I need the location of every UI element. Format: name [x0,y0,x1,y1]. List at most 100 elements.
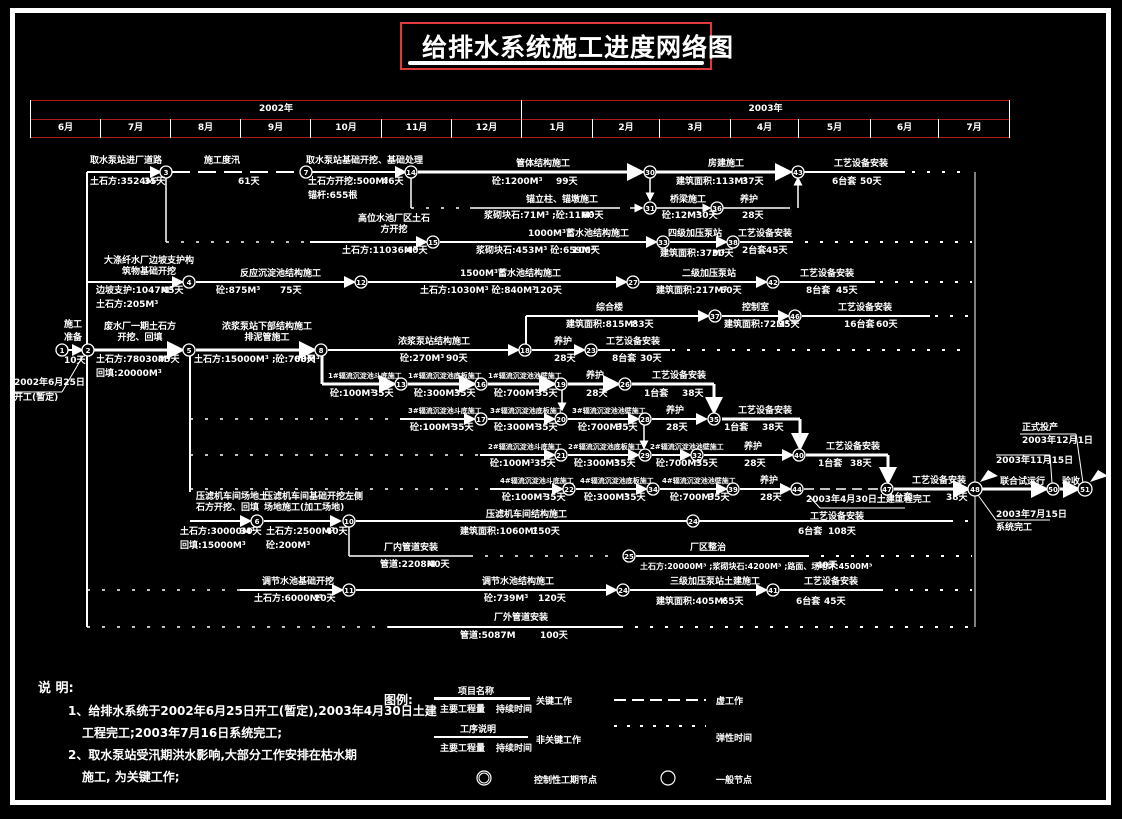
activity-qty: 1台套 [724,423,749,433]
activity-name: 工艺设备安装 [738,229,793,239]
activity-name: 管体结构施工 [516,159,571,169]
activity-name: 养护 [554,337,573,347]
svg-text:40: 40 [794,452,804,460]
svg-text:27: 27 [628,279,638,287]
activity-dur: 45天 [766,246,788,256]
svg-text:39: 39 [728,486,738,494]
activity-qty2: 土石方:205M³ [96,300,159,310]
activity-dur: 61天 [238,177,260,187]
activity-name: 综合楼 [596,303,624,313]
legend-noncritical-bl: 主要工程量 [440,744,486,754]
activity-qty: 砼:1200M³ [492,177,543,187]
activity-dur: 30天 [640,354,662,364]
activity-qty: 砼:100M³ [490,459,535,469]
svg-text:42: 42 [768,279,778,287]
activity-name: 1500M³蓄水池结构施工 [460,269,561,279]
activity-dur: 35天 [708,493,730,503]
svg-text:15: 15 [428,239,438,247]
svg-text:10: 10 [344,518,354,526]
prep-duration: 10天 [64,356,86,366]
activity-dur: 60天 [582,211,604,221]
activity-qty: 6台套 [832,177,857,187]
activity-dur: 100天 [572,246,600,256]
activity-dur: 30天 [712,249,734,259]
activity-qty: 土石方:78030M³ [96,355,171,365]
month-cell: 7月 [100,119,170,138]
activity-name: 调节水池基础开挖 [262,577,335,587]
note-line: 1、给排水系统于2002年6月25日开工(暂定),2003年4月30日土建 [68,704,437,718]
activity-name: 厂区整治 [690,543,727,553]
activity-name: 养护 [760,476,779,486]
month-cell: 8月 [170,119,240,138]
activity-name: 4#辐流沉淀池池壁施工 [662,477,736,485]
svg-text:38: 38 [728,239,738,247]
activity-dur: 28天 [666,423,688,433]
activity-name: 1000M³蓄水池结构施工 [528,229,629,239]
legend-float-label: 弹性时间 [716,734,753,744]
activity-name: 工艺设备安装 [912,476,967,486]
milestone-date: 2003年11月15日 [996,456,1074,466]
activity-dur: 35天 [536,389,558,399]
svg-text:7: 7 [304,169,309,177]
svg-text:50: 50 [1048,486,1058,494]
activity-dur: 99天 [556,177,578,187]
svg-text:19: 19 [556,381,566,389]
activity-qty: 砼:300M³ [584,493,629,503]
svg-text:18: 18 [520,347,530,355]
month-cell: 9月 [240,119,310,138]
activity-name: 工艺设备安装 [606,337,661,347]
activity-qty: 浆砌块石:71M³ ;砼:11M³ [484,211,594,221]
svg-text:16: 16 [476,381,486,389]
activity-name: 反应沉淀池结构施工 [240,269,322,279]
activity-name: 房建施工 [708,159,745,169]
activity-name: 2#辐流沉淀池斗底施工 [488,443,562,451]
start-note: 开工(暂定) [14,393,59,403]
activity-name: 联合试运行 [1000,477,1046,487]
milestone-label: 正式投产 [1022,423,1059,433]
activity-dur: 60天 [876,320,898,330]
svg-text:14: 14 [406,169,416,177]
activity-dur: 35天 [614,459,636,469]
activity-dur: 35天 [144,177,166,187]
month-cell: 12月 [451,119,521,138]
svg-text:47: 47 [882,486,892,494]
activity-dur: 28天 [554,354,576,364]
activity-dur: 45天 [162,286,184,296]
activity-dur: 45天 [158,355,180,365]
page-title: 给排水系统施工进度网络图 [422,33,735,62]
activity-dur: 28天 [744,459,766,469]
activity-dur: 45天 [836,286,858,296]
activity-dur: 28天 [586,389,608,399]
year-2002: 2002年 [30,100,521,119]
activity-dur: 100天 [540,631,568,641]
activity-qty: 土石方:15000M³ ;砼:700M³ [194,355,320,365]
activity-name: 4#辐流沉淀池斗底施工 [500,477,574,485]
svg-text:34: 34 [648,486,658,494]
activity-name: 工艺设备安装 [838,303,893,313]
activity-qty: 土石方:30000M³ [180,527,255,537]
activity-dur: 75天 [280,286,302,296]
activity-name: 工艺设备安装 [800,269,855,279]
activity-dur: 28天 [742,211,764,221]
activity-name: 压滤机车间基础开挖左侧场地施工(加工场地) [264,492,364,513]
year-2003: 2003年 [521,100,1010,119]
notes-section: 说 明: 1、给排水系统于2002年6月25日开工(暂定),2003年4月30日… [38,678,437,788]
title-box: 给排水系统施工进度网络图 [400,22,733,70]
activity-dur: 60天 [720,286,742,296]
svg-text:36: 36 [712,205,722,213]
activity-dur: 38天 [946,493,968,503]
note-line: 工程完工;2003年7月16日系统完工; [82,726,283,740]
svg-text:46: 46 [790,313,800,321]
month-cell: 7月 [938,119,1010,138]
month-cell: 5月 [798,119,870,138]
svg-text:29: 29 [640,452,650,460]
month-cell: 2月 [592,119,659,138]
activity-dur: 35天 [454,389,476,399]
activity-name: 2#辐流沉淀池底板施工 [568,443,642,451]
month-cell: 4月 [730,119,798,138]
activity-dur: 20天 [314,594,336,604]
activity-qty: 8台套 [612,354,637,364]
activity-qty: 砼:875M³ [216,286,261,296]
activity-dur: 40天 [406,246,428,256]
activity-qty: 砼:100M³ [330,389,375,399]
